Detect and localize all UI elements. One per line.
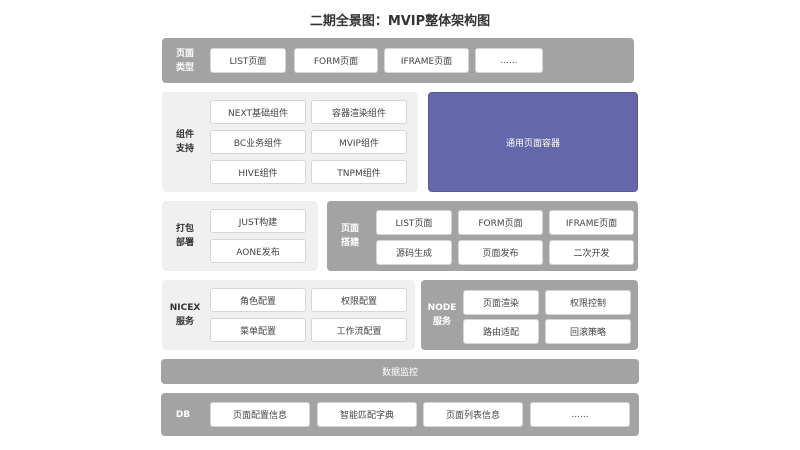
component-chip: MVIP组件 (311, 130, 407, 154)
db-chip: 页面配置信息 (210, 402, 310, 427)
component-chip: TNPM组件 (311, 160, 407, 184)
page-type-chip: LIST页面 (210, 48, 286, 73)
page-building-chip: 源码生成 (376, 240, 452, 265)
page-building-chip: 页面发布 (458, 240, 543, 265)
packaging-panel: 打包 部署 JUST构建 AONE发布 (162, 201, 318, 271)
component-chip: NEXT基础组件 (210, 100, 306, 124)
diagram-title: 二期全景图：MVIP整体架构图 (309, 14, 491, 29)
page-building-chip: IFRAME页面 (549, 210, 634, 235)
page-building-label: 页面 搭建 (340, 224, 359, 248)
component-chip: HIVE组件 (210, 160, 306, 184)
page-type-chip: FORM页面 (294, 48, 378, 73)
nicex-label: NICEX 服务 (169, 303, 201, 327)
nicex-chip: 菜单配置 (210, 318, 306, 342)
page-type-chip: ...... (475, 48, 543, 73)
component-chip: 容器渲染组件 (311, 100, 407, 124)
page-building-chip: FORM页面 (458, 210, 543, 235)
db-panel: DB 页面配置信息 智能匹配字典 页面列表信息 ...... (161, 393, 639, 436)
db-chip: 智能匹配字典 (317, 402, 417, 427)
packaging-chip: JUST构建 (210, 209, 306, 233)
node-chip: 回滚策略 (545, 319, 631, 344)
nicex-chip: 工作流配置 (311, 318, 407, 342)
nicex-chip: 角色配置 (210, 288, 306, 312)
components-panel: 组件 支持 NEXT基础组件 容器渲染组件 BC业务组件 MVIP组件 HIVE… (162, 92, 418, 192)
node-chip: 路由适配 (463, 319, 539, 344)
node-label: NODE 服务 (427, 303, 457, 327)
page-container-block: 通用页面容器 (428, 92, 638, 192)
monitoring-bar: 数据监控 (161, 359, 639, 384)
components-label: 组件 支持 (175, 130, 194, 154)
node-panel: NODE 服务 页面渲染 权限控制 路由适配 回滚策略 (421, 280, 638, 350)
page-building-chip: LIST页面 (376, 210, 452, 235)
page-types-label: 页面 类型 (175, 48, 194, 73)
page-type-chip: IFRAME页面 (384, 48, 469, 73)
db-chip: 页面列表信息 (423, 402, 523, 427)
node-chip: 页面渲染 (463, 290, 539, 315)
page-building-panel: 页面 搭建 LIST页面 FORM页面 IFRAME页面 源码生成 页面发布 二… (327, 201, 638, 271)
db-label: DB (175, 409, 191, 420)
component-chip: BC业务组件 (210, 130, 306, 154)
nicex-chip: 权限配置 (311, 288, 407, 312)
page-building-chip: 二次开发 (549, 240, 634, 265)
packaging-label: 打包 部署 (175, 224, 194, 248)
db-chip: ...... (530, 402, 630, 427)
nicex-panel: NICEX 服务 角色配置 权限配置 菜单配置 工作流配置 (162, 280, 415, 350)
page-types-panel: 页面 类型 LIST页面 FORM页面 IFRAME页面 ...... (162, 38, 634, 83)
packaging-chip: AONE发布 (210, 239, 306, 263)
node-chip: 权限控制 (545, 290, 631, 315)
